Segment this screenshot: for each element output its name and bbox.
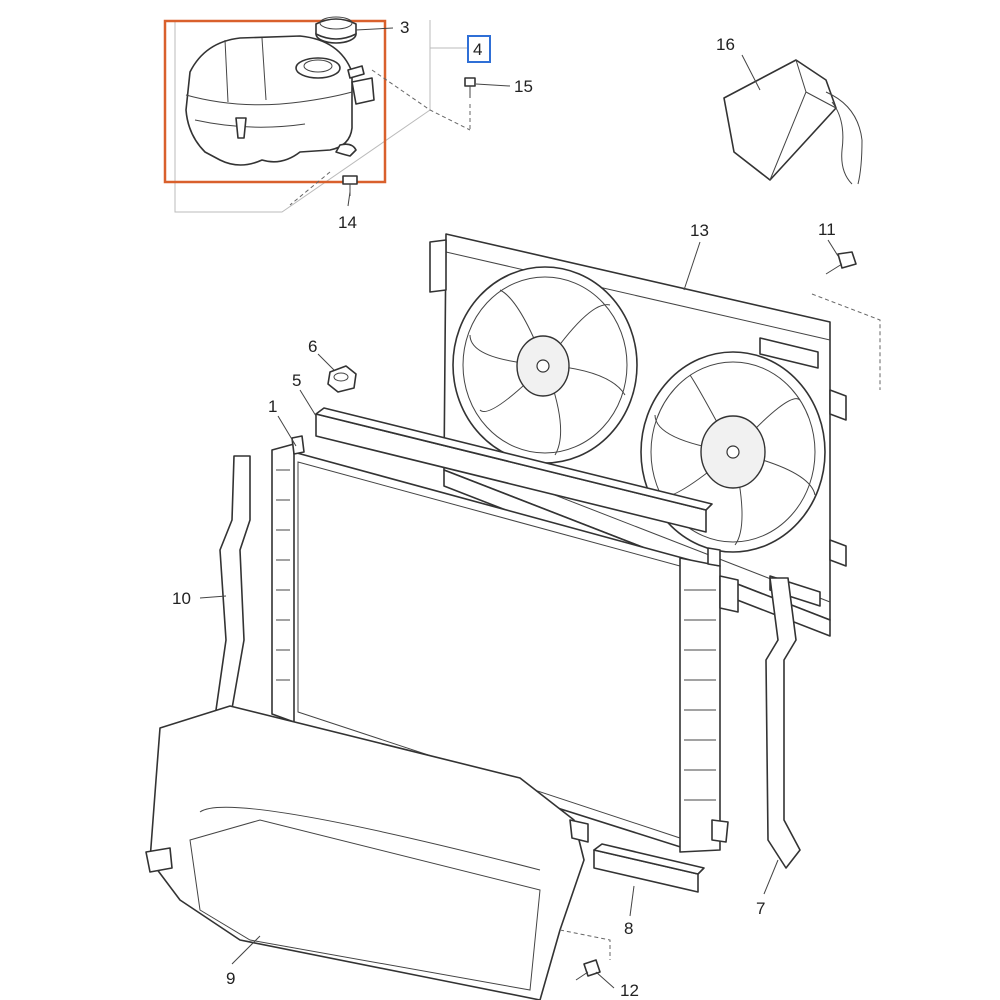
callout-9: 9 <box>226 969 235 988</box>
air-deflector[interactable] <box>145 705 589 1000</box>
upper-seal-strip[interactable] <box>315 407 713 533</box>
right-side-seal[interactable] <box>765 577 801 869</box>
callout-7: 7 <box>756 899 765 918</box>
callout-10: 10 <box>172 589 191 608</box>
nut-6[interactable] <box>327 365 357 393</box>
control-module[interactable] <box>723 59 863 185</box>
callout-3: 3 <box>400 18 409 37</box>
callout-14: 14 <box>338 213 357 232</box>
callout-labels: 3 4 15 14 16 11 13 6 5 1 10 7 8 9 12 <box>172 18 836 1000</box>
callout-6: 6 <box>308 337 317 356</box>
bolt-11[interactable] <box>811 251 881 390</box>
bolt-12[interactable] <box>559 929 611 981</box>
screw-15[interactable] <box>464 77 476 130</box>
callout-4-box <box>467 35 491 63</box>
callout-8: 8 <box>624 919 633 938</box>
callout-13: 13 <box>690 221 709 240</box>
reservoir-cap[interactable] <box>315 16 357 44</box>
lower-seal-strip[interactable] <box>593 843 705 893</box>
callout-4[interactable]: 4 <box>473 40 482 59</box>
reservoir-group-frame <box>174 20 468 213</box>
fan-left[interactable] <box>452 266 638 464</box>
coolant-reservoir[interactable] <box>185 35 375 166</box>
leader-lines <box>199 27 839 989</box>
callout-5: 5 <box>292 371 301 390</box>
callout-12: 12 <box>620 981 639 1000</box>
left-side-seal[interactable] <box>213 455 251 725</box>
callout-1: 1 <box>268 397 277 416</box>
callout-16: 16 <box>716 35 735 54</box>
callout-15: 15 <box>514 77 533 96</box>
highlight-box <box>163 19 387 184</box>
callout-11: 11 <box>818 220 836 239</box>
